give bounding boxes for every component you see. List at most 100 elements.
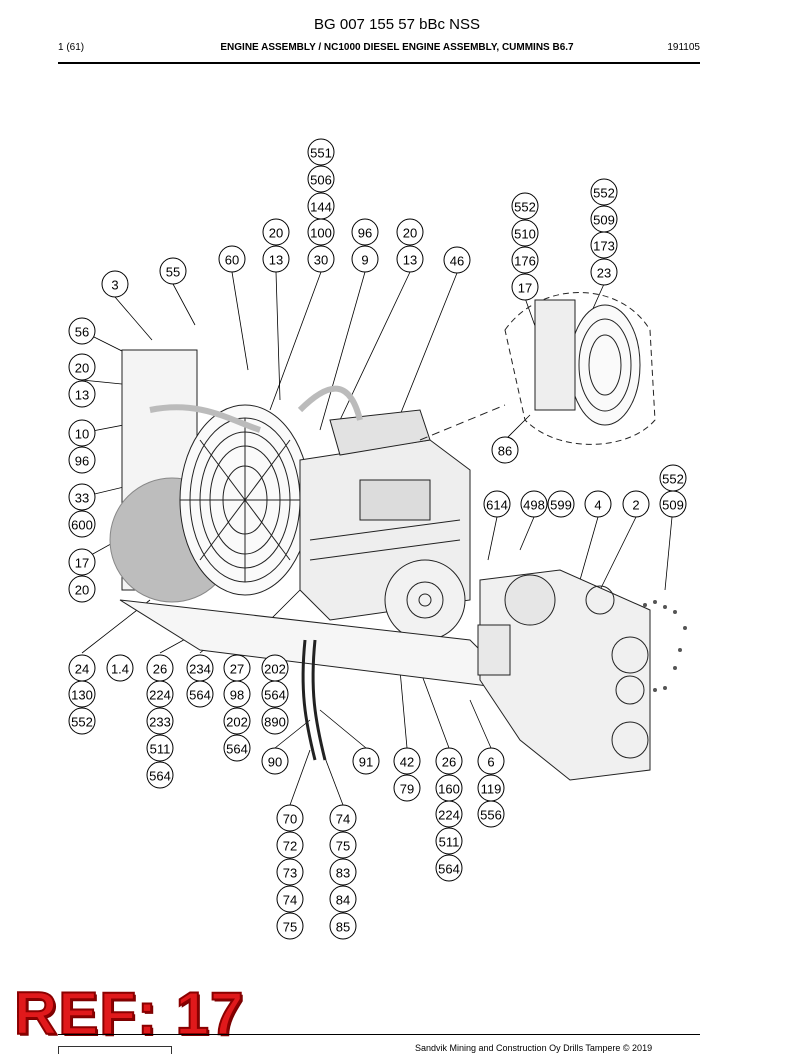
callout-2: 2 (622, 490, 650, 518)
callout-label: 72 (283, 839, 297, 854)
callout-label: 511 (439, 835, 460, 850)
callout-label: 13 (403, 253, 417, 268)
callout-label: 173 (593, 239, 615, 254)
document-date: 191105 (667, 42, 700, 53)
callout-85: 85 (329, 912, 357, 940)
callout-label: 202 (264, 662, 286, 677)
callout-6: 6 (477, 747, 505, 775)
callout-label: 30 (314, 253, 328, 268)
callout-label: 26 (153, 662, 167, 677)
callout-label: 552 (593, 186, 615, 201)
callout-75: 75 (329, 831, 357, 859)
callout-label: 13 (75, 388, 89, 403)
callout-label: 564 (149, 769, 171, 784)
callout-label: 224 (438, 808, 460, 823)
callout-60: 60 (218, 245, 246, 273)
callout-70: 70 (276, 804, 304, 832)
callout-20: 20 (262, 218, 290, 246)
callout-label: 600 (71, 518, 93, 533)
callout-173: 173 (590, 231, 618, 259)
engine-artwork (109, 292, 687, 781)
callout-label: 91 (359, 755, 373, 770)
callout-91: 91 (352, 747, 380, 775)
callout-label: 564 (264, 688, 286, 703)
callout-label: 10 (75, 427, 89, 442)
callout-20: 20 (68, 353, 96, 381)
callout-144: 144 (307, 192, 335, 220)
callout-label: 130 (71, 688, 93, 703)
callout-label: 564 (226, 742, 248, 757)
callout-label: 890 (264, 715, 286, 730)
callout-498: 498 (520, 490, 548, 518)
callout-90: 90 (261, 747, 289, 775)
callout-46: 46 (443, 246, 471, 274)
callout-label: 2 (632, 498, 639, 513)
callout-label: 176 (514, 254, 536, 269)
callout-label: 233 (149, 715, 171, 730)
callout-label: 160 (438, 782, 460, 797)
callout-label: 23 (597, 266, 611, 281)
callout-label: 79 (400, 782, 414, 797)
callout-224: 224 (146, 680, 174, 708)
callout-509: 509 (590, 205, 618, 233)
callout-label: 75 (336, 839, 350, 854)
callout-17: 17 (68, 548, 96, 576)
callout-511: 511 (435, 827, 463, 855)
callout-label: 100 (310, 226, 332, 241)
callout-176: 176 (511, 246, 539, 274)
callout-511: 511 (146, 734, 174, 762)
callout-26: 26 (435, 747, 463, 775)
callout-27: 27 (223, 654, 251, 682)
callout-74: 74 (329, 804, 357, 832)
callout-1.4: 1.4 (106, 654, 134, 682)
callout-13: 13 (396, 245, 424, 273)
callout-label: 96 (358, 226, 372, 241)
callout-label: 509 (593, 213, 615, 228)
callout-label: 614 (486, 498, 508, 513)
callout-202: 202 (261, 654, 289, 682)
callout-130: 130 (68, 680, 96, 708)
callout-label: 564 (438, 862, 460, 877)
callout-556: 556 (477, 800, 505, 828)
callout-label: 3 (111, 278, 118, 293)
callout-20: 20 (396, 218, 424, 246)
callout-24: 24 (68, 654, 96, 682)
callout-100: 100 (307, 218, 335, 246)
callout-13: 13 (262, 245, 290, 273)
callout-56: 56 (68, 317, 96, 345)
callout-label: 24 (75, 662, 89, 677)
header-rule (58, 62, 700, 64)
callout-599: 599 (547, 490, 575, 518)
callout-label: 90 (268, 755, 282, 770)
callout-label: 202 (226, 715, 248, 730)
callout-label: 4 (594, 498, 601, 513)
callout-55: 55 (159, 257, 187, 285)
section-title: ENGINE ASSEMBLY / NC1000 DIESEL ENGINE A… (220, 42, 574, 53)
callout-42: 42 (393, 747, 421, 775)
callout-label: 13 (269, 253, 283, 268)
callout-label: 26 (442, 755, 456, 770)
callout-83: 83 (329, 858, 357, 886)
callout-119: 119 (477, 774, 505, 802)
callout-4: 4 (584, 490, 612, 518)
callout-label: 510 (514, 227, 536, 242)
callout-509: 509 (659, 490, 687, 518)
callout-552: 552 (68, 707, 96, 735)
callout-label: 144 (310, 200, 332, 215)
callout-label: 20 (403, 226, 417, 241)
callout-13: 13 (68, 380, 96, 408)
callout-72: 72 (276, 831, 304, 859)
logo-icon (58, 1046, 172, 1054)
callout-73: 73 (276, 858, 304, 886)
callout-551: 551 (307, 138, 335, 166)
callout-label: 1.4 (111, 662, 129, 677)
callout-564: 564 (261, 680, 289, 708)
callout-552: 552 (590, 178, 618, 206)
callout-75: 75 (276, 912, 304, 940)
callout-label: 551 (310, 146, 332, 161)
callout-564: 564 (146, 761, 174, 789)
callout-label: 85 (336, 920, 350, 935)
document-number: BG 007 155 57 bBc NSS (314, 16, 480, 33)
callout-9: 9 (351, 245, 379, 273)
